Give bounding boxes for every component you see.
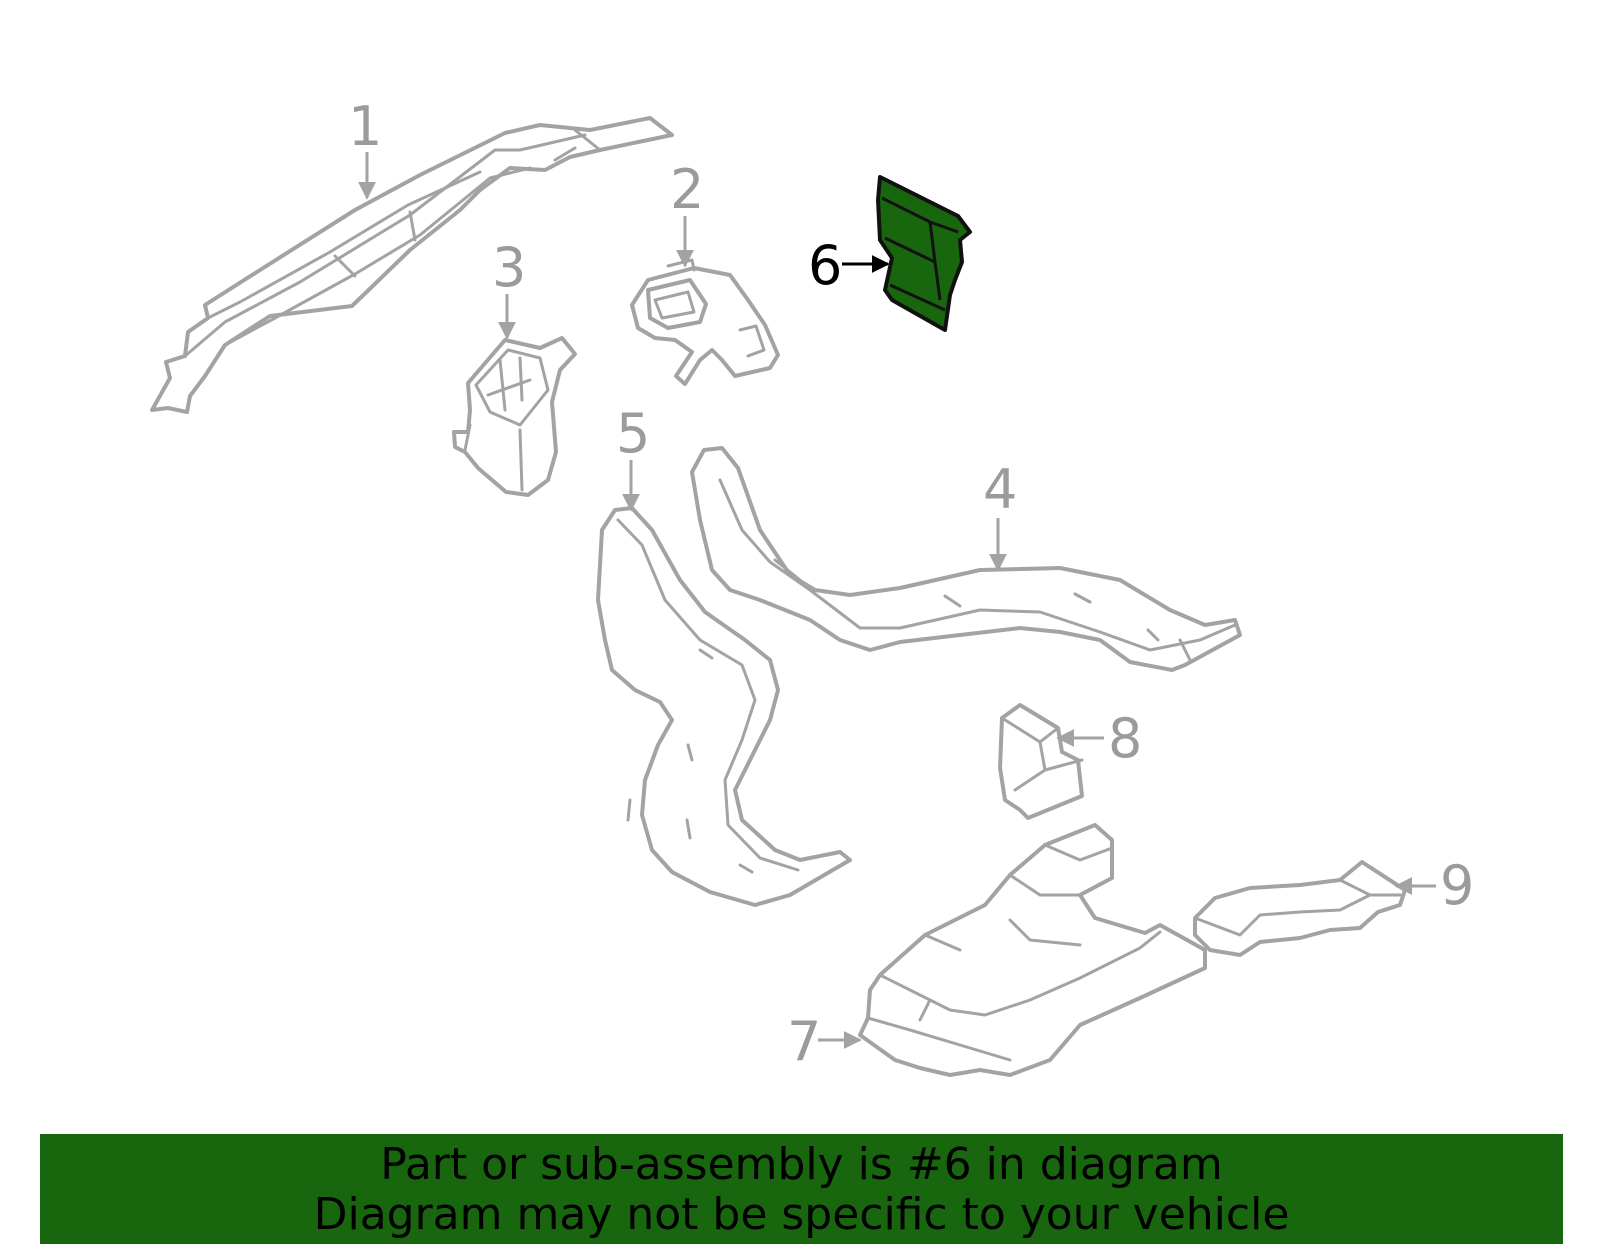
part-7-duct[interactable] [858,823,1207,1077]
svg-text:4: 4 [983,458,1017,521]
svg-text:3: 3 [492,236,526,299]
callout-7: 7 [787,1010,862,1073]
part-8-connector[interactable] [998,703,1084,820]
part-1-duct[interactable] [150,116,674,414]
svg-text:2: 2 [670,158,704,221]
svg-text:9: 9 [1440,854,1474,917]
svg-text:8: 8 [1108,707,1142,770]
footer-banner: Part or sub-assembly is #6 in diagram Di… [40,1134,1563,1244]
footer-line-1: Part or sub-assembly is #6 in diagram [380,1139,1223,1190]
footer-line-2: Diagram may not be specific to your vehi… [313,1189,1290,1240]
svg-text:5: 5 [616,402,650,465]
callout-5: 5 [616,402,650,512]
part-2-vent[interactable] [630,258,780,386]
callout-1: 1 [348,95,382,200]
svg-text:1: 1 [348,95,382,158]
part-6-highlighted[interactable] [876,175,972,332]
callout-4: 4 [983,458,1017,572]
callout-8: 8 [1056,707,1142,770]
part-3-vent[interactable] [452,336,577,497]
callout-2: 2 [670,158,704,268]
part-6-shape [876,175,972,332]
callout-9: 9 [1394,854,1474,917]
part-4-duct[interactable] [690,446,1242,672]
callout-6: 6 [808,234,890,297]
callout-3: 3 [492,236,526,340]
svg-text:7: 7 [787,1010,821,1073]
part-5-duct[interactable] [596,506,852,907]
svg-text:6: 6 [808,234,842,297]
parts-diagram: 1 2 3 4 5 [150,95,1474,1077]
part-9-connector[interactable] [1193,860,1407,957]
